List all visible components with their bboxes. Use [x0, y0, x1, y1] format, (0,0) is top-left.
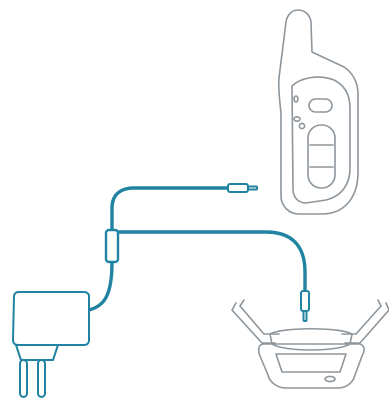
cable-collar-branch: [116, 230, 307, 293]
remote-grip-panel: [291, 76, 351, 204]
remote-indicator-low: [298, 122, 306, 130]
collar-receiver-body: [257, 343, 365, 389]
cable-splitter-junction: [104, 228, 120, 264]
remote-rocker-button: [307, 124, 336, 189]
cable-adapter-lead: [87, 260, 114, 312]
cable-icon: [87, 186, 307, 312]
collar-receiver-icon: [231, 299, 389, 389]
wall-plug-adapter-icon: [12, 291, 90, 398]
collar-receiver-led: [324, 375, 336, 383]
remote-body-outline: [277, 9, 359, 215]
cable-remote-branch: [110, 186, 230, 234]
handheld-remote-icon: [277, 9, 359, 215]
remote-plug-connector: [227, 183, 258, 193]
adapter-body: [12, 291, 90, 346]
collar-receiver-window: [275, 353, 347, 373]
remote-indicator-top: [293, 95, 299, 103]
adapter-pin-right: [37, 359, 46, 398]
remote-indicator-mid: [293, 116, 301, 123]
collar-strap-right-outer: [344, 302, 389, 344]
remote-top-button: [308, 98, 333, 113]
collar-strap-left-outer: [231, 302, 276, 344]
collar-strap-left-inner: [239, 299, 280, 335]
collar-strap-right-inner: [341, 299, 382, 335]
adapter-pin-left: [19, 359, 28, 398]
collar-plug-connector: [300, 290, 310, 322]
adapter-base: [15, 344, 59, 361]
collar-receiver-top: [269, 327, 353, 351]
